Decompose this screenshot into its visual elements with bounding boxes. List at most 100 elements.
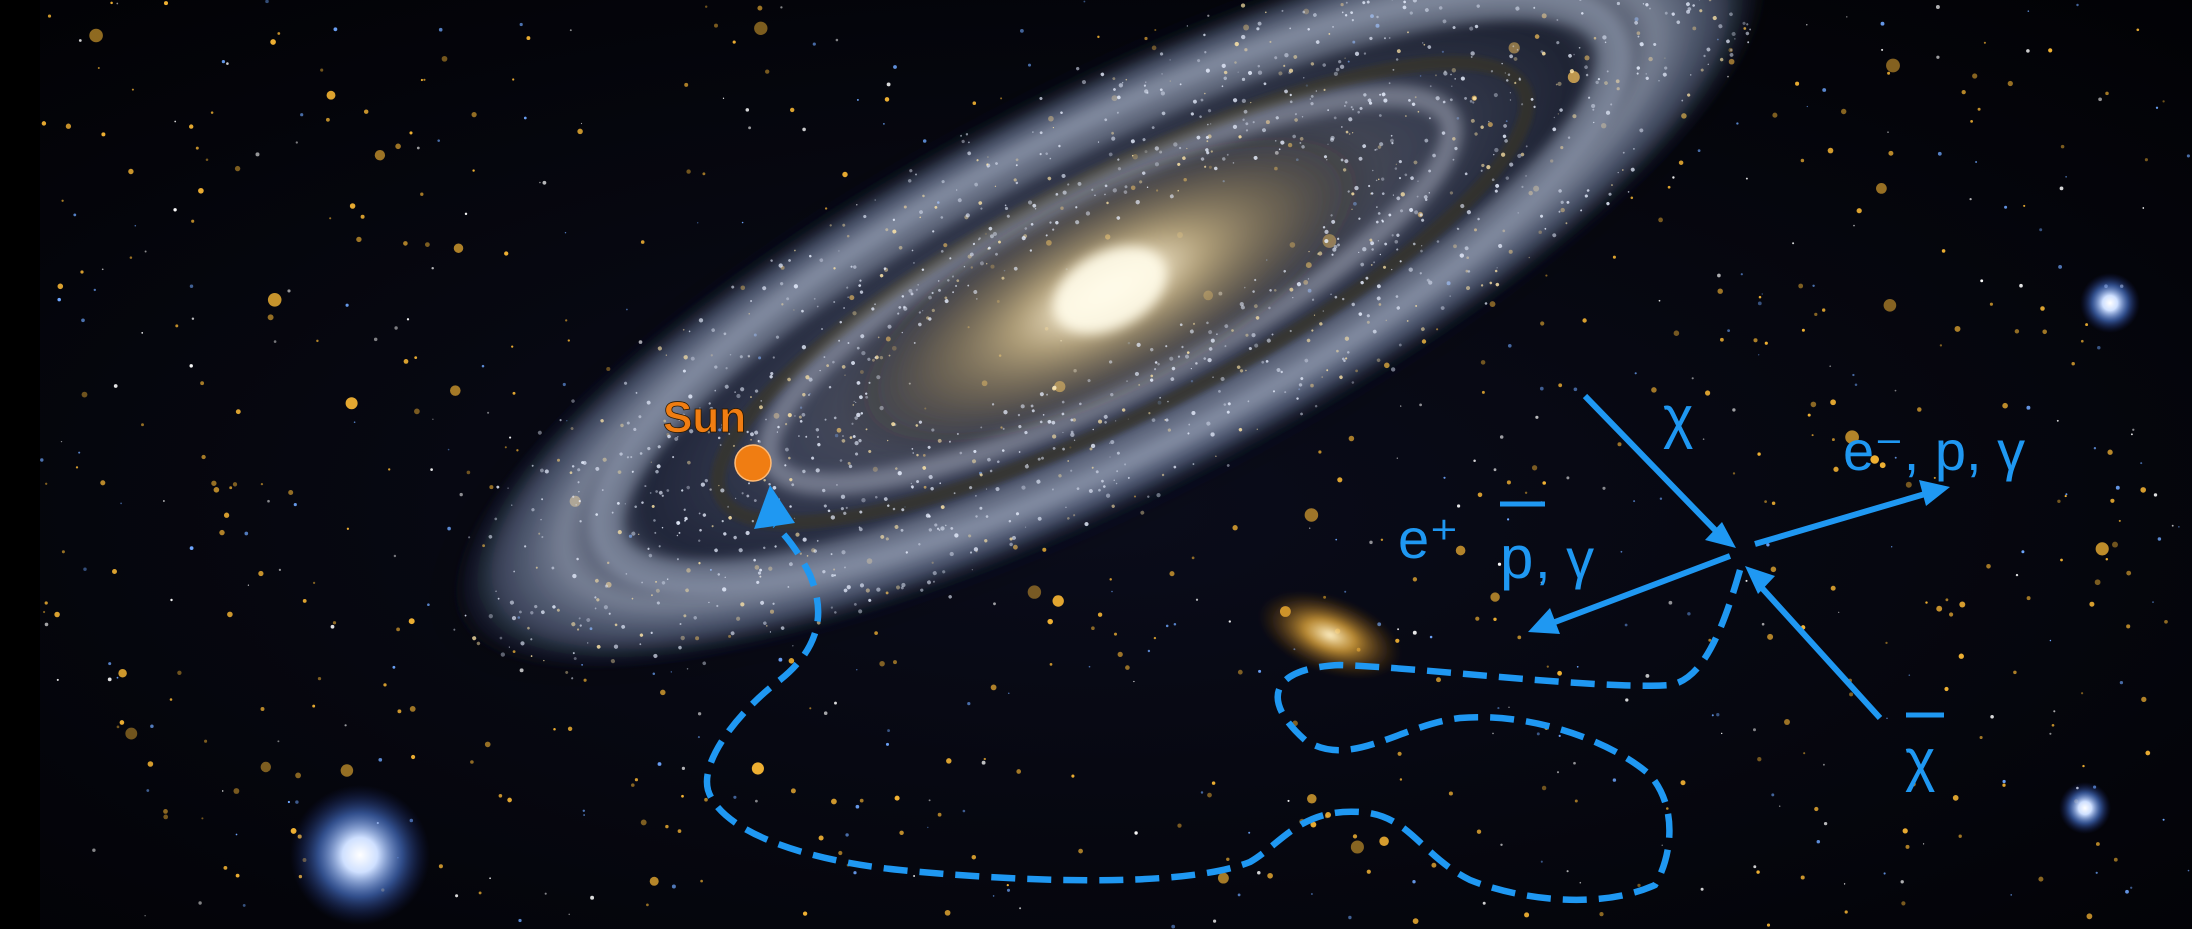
- background-star: [1083, 0, 1086, 3]
- galaxy-star: [1289, 27, 1291, 30]
- galaxy-star: [1254, 343, 1259, 348]
- galaxy-star: [979, 261, 984, 266]
- galaxy-star: [1234, 41, 1239, 47]
- galaxy-star: [972, 459, 977, 464]
- galaxy-star: [1207, 109, 1212, 113]
- background-star: [478, 891, 482, 895]
- galaxy-star: [856, 346, 860, 350]
- background-star: [1925, 601, 1928, 604]
- background-star: [2064, 495, 2067, 498]
- background-star: [1304, 508, 1319, 522]
- background-star: [1027, 585, 1042, 599]
- galaxy-star: [1664, 57, 1666, 59]
- background-star: [1803, 752, 1806, 755]
- galaxy-star: [1376, 358, 1381, 363]
- galaxy-star: [855, 401, 857, 404]
- galaxy-star: [787, 377, 791, 382]
- galaxy-star: [1199, 115, 1202, 118]
- galaxy-star: [578, 491, 580, 493]
- galaxy-star: [1253, 304, 1258, 309]
- galaxy-star: [840, 494, 846, 500]
- galaxy-star: [879, 405, 884, 411]
- background-star: [175, 324, 179, 328]
- background-star: [169, 698, 173, 701]
- galaxy-star: [1504, 72, 1507, 74]
- background-star: [2095, 871, 2098, 874]
- galaxy-star: [1399, 260, 1402, 263]
- galaxy-star: [1247, 400, 1250, 403]
- background-star: [745, 108, 750, 112]
- background-star: [1443, 476, 1446, 479]
- galaxy-star: [1300, 377, 1304, 381]
- galaxy-star: [1415, 305, 1418, 307]
- galaxy-star: [1540, 50, 1544, 54]
- galaxy-star: [1398, 176, 1402, 180]
- galaxy-star: [1266, 338, 1271, 343]
- background-star: [1853, 224, 1855, 227]
- background-star: [1517, 635, 1522, 640]
- galaxy-star: [1572, 114, 1577, 119]
- background-star: [1887, 131, 1889, 133]
- background-star: [1958, 834, 1962, 838]
- galaxy-star: [920, 588, 924, 592]
- galaxy-star: [1322, 226, 1326, 229]
- background-star: [1617, 442, 1622, 447]
- background-star: [539, 181, 541, 184]
- galaxy-star: [1331, 253, 1334, 256]
- galaxy-star: [1347, 190, 1350, 193]
- galaxy-star: [1200, 98, 1204, 102]
- galaxy-star: [1206, 321, 1209, 325]
- galaxy-star: [871, 358, 875, 362]
- galaxy-star: [1513, 57, 1518, 61]
- galaxy-star: [1218, 389, 1221, 393]
- galaxy-star: [846, 585, 851, 590]
- galaxy-star: [1443, 71, 1448, 76]
- background-star: [834, 701, 837, 705]
- background-star: [577, 128, 583, 135]
- galaxy-star: [1131, 154, 1134, 157]
- background-star: [235, 409, 241, 415]
- galaxy-star: [1409, 11, 1413, 15]
- background-star: [1823, 821, 1828, 826]
- galaxy-star: [1484, 302, 1488, 305]
- background-star: [1492, 732, 1494, 735]
- background-star: [277, 32, 281, 35]
- galaxy-star: [611, 511, 614, 514]
- background-star: [1673, 330, 1680, 336]
- galaxy-star: [661, 581, 666, 585]
- galaxy-star: [770, 371, 774, 376]
- galaxy-star: [1381, 92, 1386, 97]
- background-star: [2065, 493, 2068, 496]
- galaxy-star: [898, 245, 903, 250]
- galaxy-star: [655, 581, 657, 583]
- galaxy-star: [1432, 153, 1436, 158]
- galaxy-star: [721, 427, 723, 429]
- galaxy-star: [1252, 290, 1255, 293]
- background-star: [44, 601, 48, 605]
- galaxy-star: [798, 415, 802, 419]
- background-star: [89, 28, 103, 43]
- galaxy-star: [596, 598, 600, 602]
- galaxy-star: [915, 288, 918, 291]
- galaxy-star: [1377, 212, 1381, 215]
- galaxy-star: [1344, 101, 1348, 104]
- galaxy-star: [1289, 329, 1292, 333]
- background-star: [1524, 912, 1530, 918]
- background-star: [1499, 435, 1504, 439]
- background-star: [75, 466, 79, 469]
- galaxy-star: [648, 553, 653, 558]
- background-star: [320, 68, 324, 72]
- galaxy-star: [1144, 81, 1147, 84]
- background-star: [511, 345, 514, 348]
- background-star: [1217, 872, 1229, 884]
- galaxy-star: [1261, 360, 1265, 364]
- background-star: [1211, 781, 1216, 785]
- galaxy-star: [686, 668, 689, 670]
- galaxy-star: [1251, 333, 1256, 338]
- galaxy-star: [1045, 152, 1049, 155]
- galaxy-star: [1395, 295, 1399, 298]
- galaxy-star: [841, 550, 846, 555]
- background-star: [1908, 674, 1911, 676]
- galaxy-star: [1491, 178, 1495, 182]
- galaxy-star: [859, 290, 864, 294]
